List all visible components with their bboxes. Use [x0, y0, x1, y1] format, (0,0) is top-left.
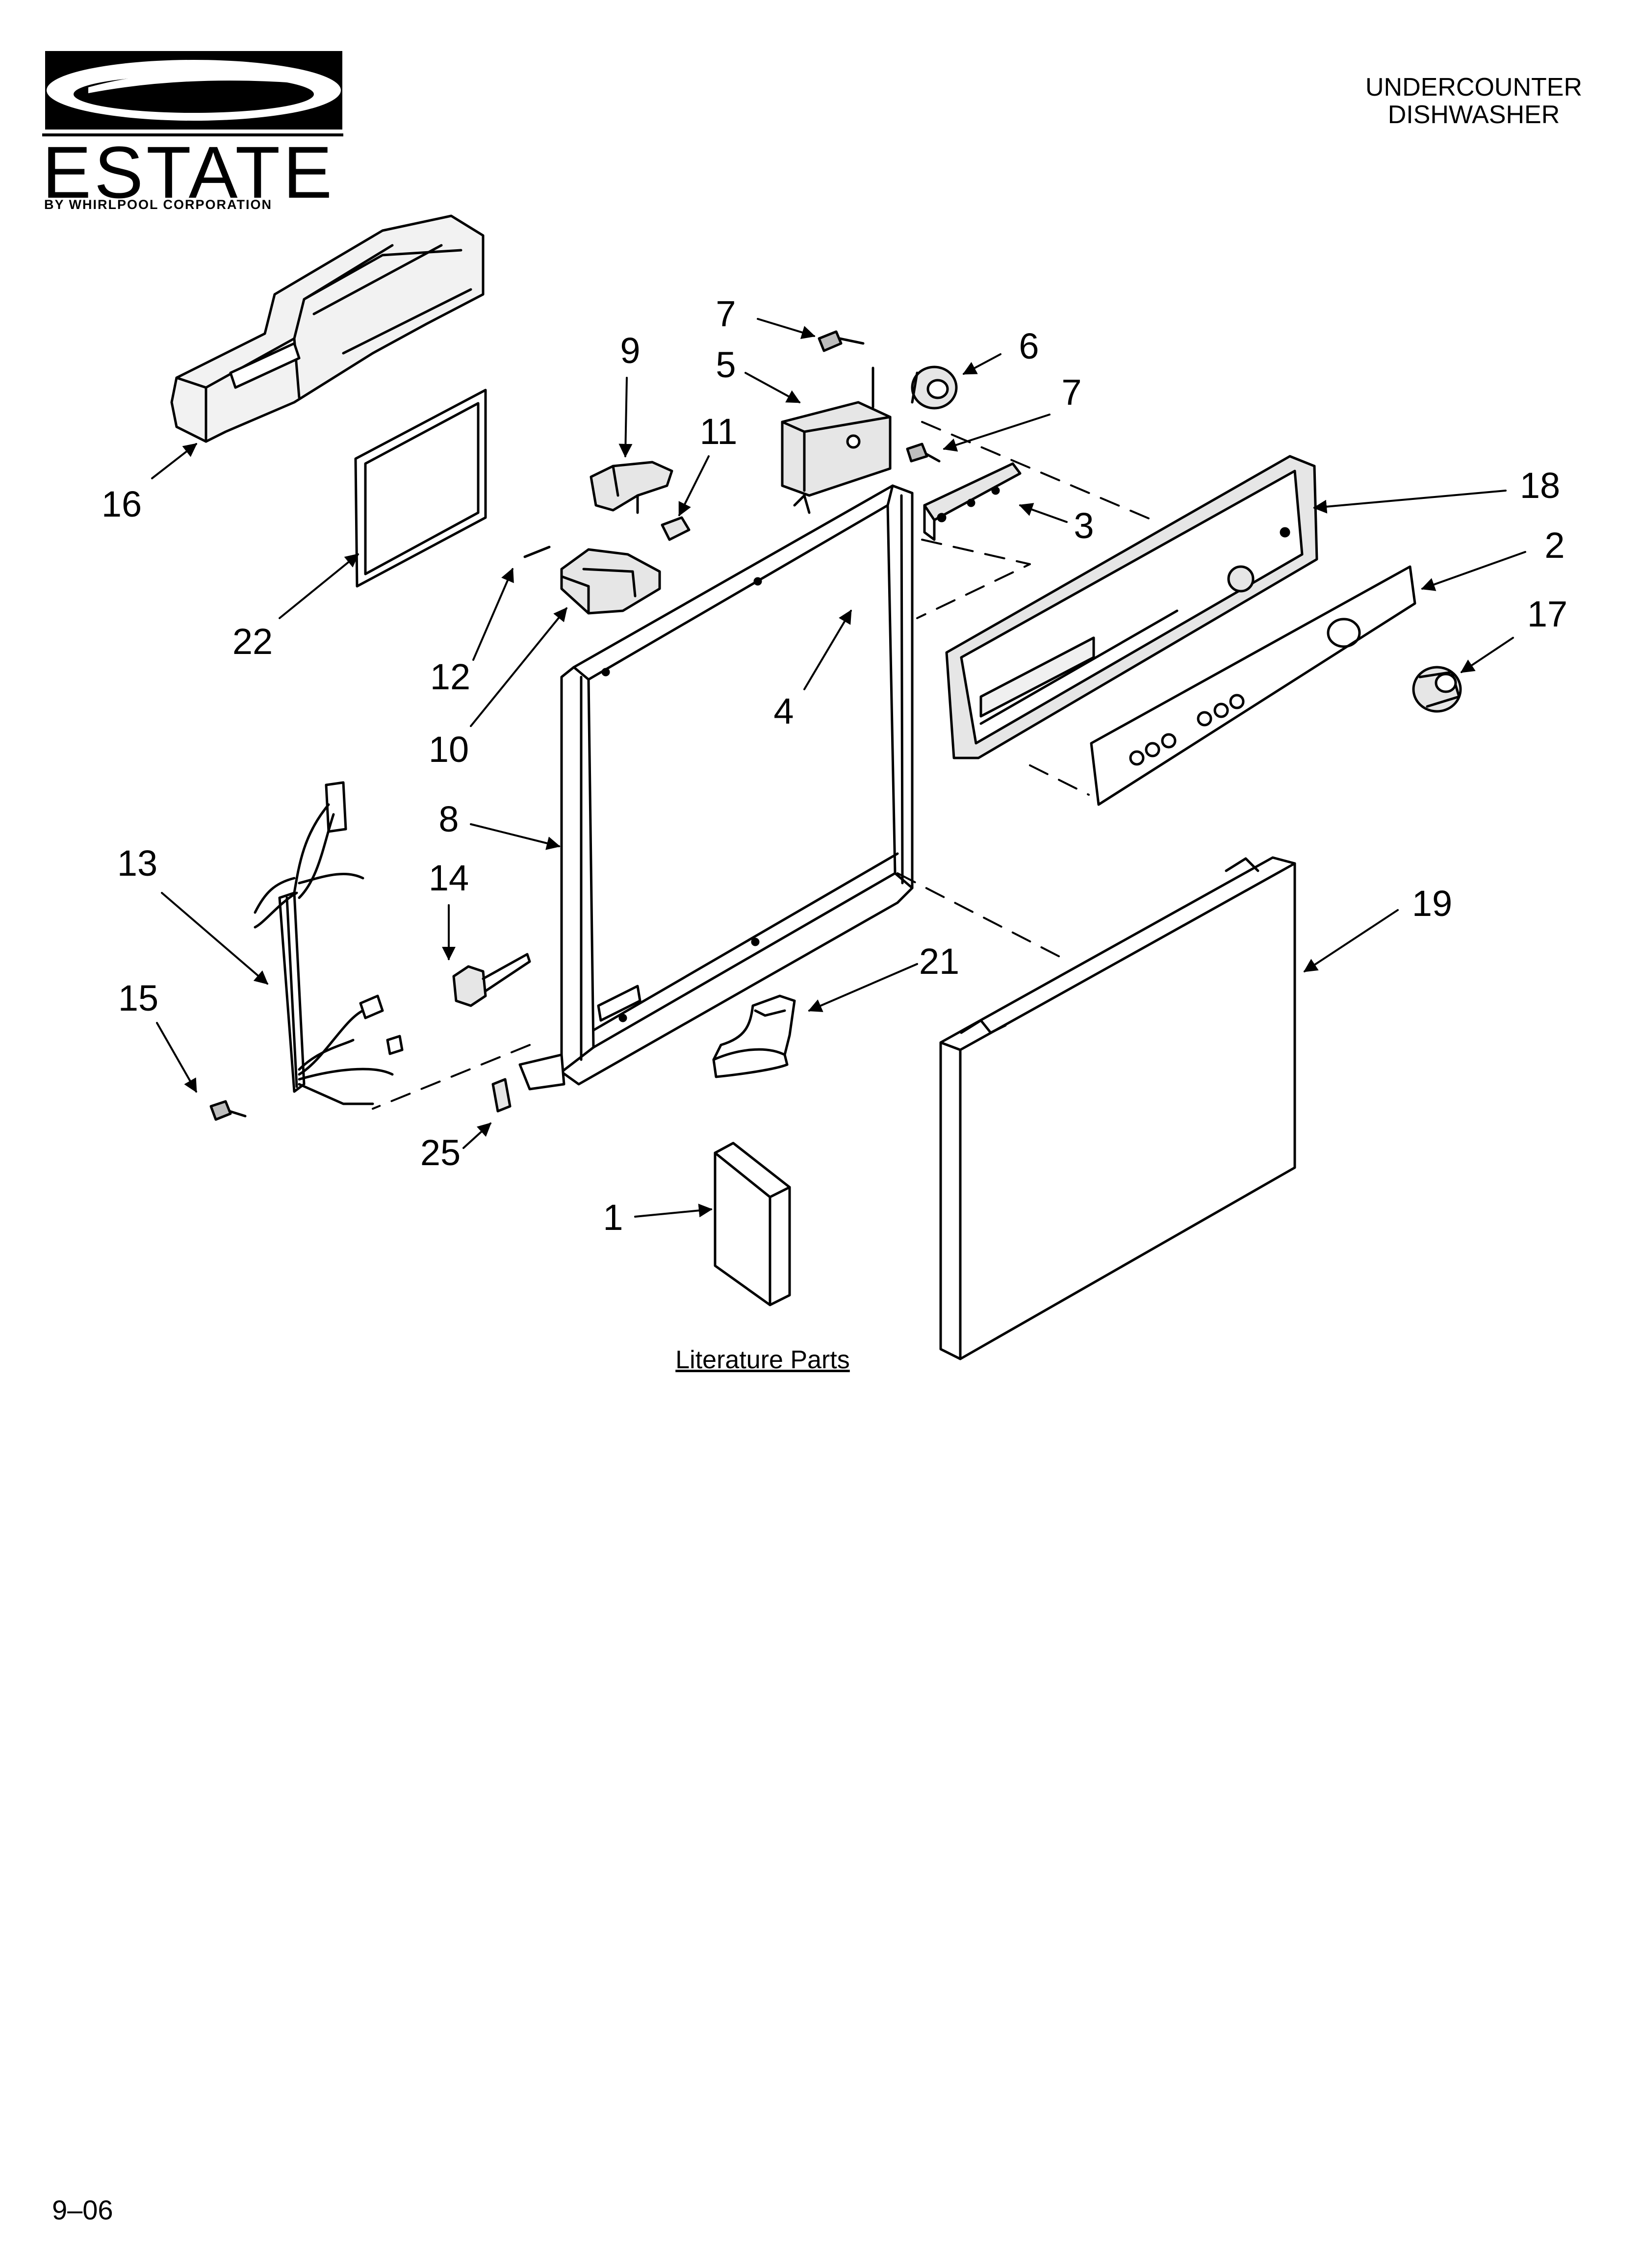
part-14-fitting: [452, 953, 531, 1007]
callout-22: 22: [232, 621, 273, 662]
part-3-bracket: [923, 462, 1022, 541]
callout-9: 9: [620, 330, 641, 371]
part-17-knob: [1412, 666, 1462, 713]
callout-leaders: [151, 318, 1526, 1218]
callout-21: 21: [919, 941, 960, 982]
callout-18: 18: [1519, 465, 1561, 506]
part-12-pin: [523, 546, 551, 558]
literature-parts-caption: Literature Parts: [675, 1346, 850, 1374]
part-1-literature-booklet: [714, 1142, 791, 1306]
callout-7-top: 7: [716, 293, 736, 334]
assembly-guide-lines: [372, 421, 1154, 1110]
part-9-latch: [590, 461, 673, 514]
part-19-door-panel: [939, 856, 1296, 1360]
part-6-knob: [911, 365, 958, 410]
part-8-door-frame: [518, 484, 914, 1091]
part-5-timer-switch: [781, 366, 892, 514]
part-2-overlay: [1090, 565, 1416, 806]
part-13-wire-harness: [254, 781, 404, 1105]
estate-logo: [42, 51, 343, 136]
part-15-screw: [209, 1100, 247, 1121]
callout-10: 10: [428, 729, 469, 770]
page-title-line1: UNDERCOUNTER: [1365, 73, 1582, 102]
part-21-handle: [712, 994, 796, 1078]
part-10-latch-housing: [560, 548, 661, 615]
callout-14: 14: [428, 858, 469, 898]
callout-15: 15: [118, 978, 159, 1018]
callout-25: 25: [420, 1132, 461, 1173]
callout-6: 6: [1019, 326, 1039, 366]
callout-11: 11: [699, 411, 738, 452]
callout-2: 2: [1544, 525, 1565, 566]
callout-17: 17: [1527, 594, 1568, 634]
callout-1: 1: [603, 1197, 623, 1238]
part-25-clip: [491, 1078, 512, 1113]
callout-19: 19: [1411, 883, 1453, 924]
date-code: 9–06: [52, 2194, 113, 2225]
part-22-insulation-sheet: [354, 389, 487, 588]
logo-wordmark: ESTATE: [42, 131, 335, 213]
callout-7-right: 7: [1061, 372, 1082, 413]
callout-5: 5: [716, 344, 736, 385]
callout-3: 3: [1074, 505, 1094, 546]
part-11-latch-strike: [661, 516, 691, 541]
part-7-screw-top: [818, 330, 865, 352]
part-16-vent-duct: [170, 214, 485, 443]
callout-4: 4: [773, 691, 794, 731]
page-title: UNDERCOUNTER DISHWASHER: [1365, 74, 1582, 129]
callout-12: 12: [430, 656, 471, 697]
part-18-console: [945, 455, 1318, 759]
logo-subtitle: BY WHIRLPOOL CORPORATION: [44, 197, 273, 212]
callout-16: 16: [101, 484, 142, 524]
callout-13: 13: [117, 843, 158, 884]
part-7-screw-right: [906, 443, 941, 463]
page-title-line2: DISHWASHER: [1387, 101, 1560, 129]
callout-8: 8: [438, 799, 459, 839]
